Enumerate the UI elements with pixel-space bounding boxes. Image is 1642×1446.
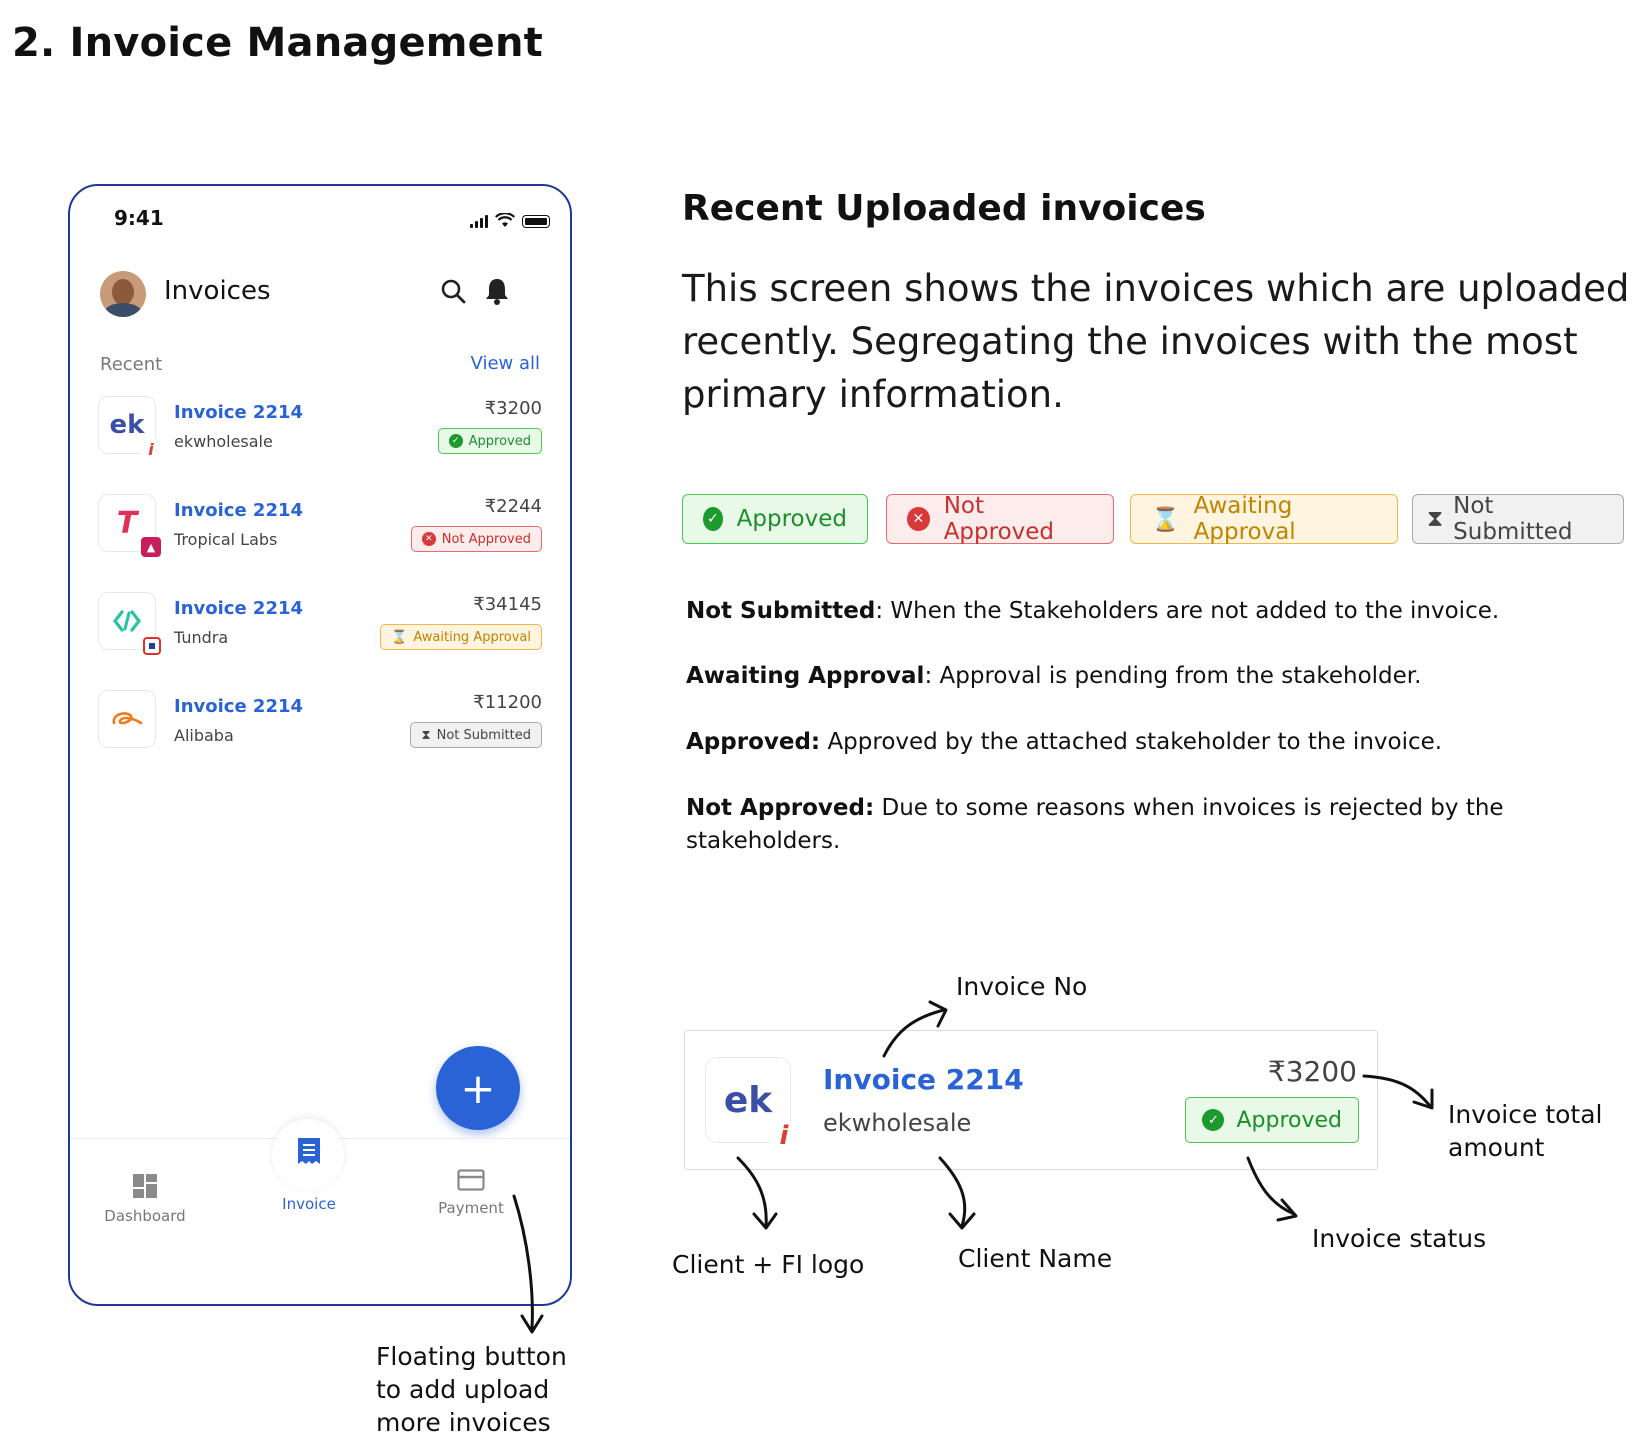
client-logo: T ▲: [98, 494, 161, 557]
arrow-client-logo: [736, 1156, 768, 1228]
definition-awaiting-approval: Awaiting Approval: Approval is pending f…: [686, 663, 1422, 689]
arrow-total-amount: [1362, 1074, 1432, 1108]
invoice-row[interactable]: T ▲ Invoice 2214 Tropical Labs ₹2244 ✕ N…: [98, 494, 542, 592]
definition-not-approved: Not Approved: Due to some reasons when i…: [686, 795, 1504, 854]
search-icon[interactable]: [436, 274, 470, 308]
invoice-row[interactable]: Invoice 2214 Alibaba ₹11200 ⧗ Not Submit…: [98, 690, 542, 788]
invoice-title: Invoice 2214: [174, 598, 304, 619]
invoice-amount: ₹11200: [473, 692, 542, 713]
recent-label: Recent: [100, 354, 163, 375]
bank-logo-icon: [143, 637, 161, 655]
bank-logo-icon: i: [770, 1121, 798, 1151]
tab-label: Dashboard: [104, 1207, 186, 1225]
screen-title: Invoices: [164, 276, 271, 306]
tundra-logo-icon: [112, 610, 142, 632]
client-name: Tundra: [174, 628, 229, 647]
client-logo: ek i: [98, 396, 161, 459]
annotation-invoice-status: Invoice status: [1312, 1224, 1487, 1253]
status-badge: ✓ Approved: [1185, 1097, 1359, 1143]
client-logo: ek i: [705, 1057, 798, 1151]
status-time: 9:41: [114, 206, 164, 230]
client-logo: [98, 592, 161, 655]
dashboard-icon: [133, 1174, 157, 1198]
invoice-title: Invoice 2214: [174, 696, 304, 717]
invoice-title: Invoice 2214: [823, 1063, 1024, 1096]
section-description: This screen shows the invoices which are…: [682, 267, 1630, 416]
invoice-title: Invoice 2214: [174, 402, 304, 423]
legend-awaiting-approval: ⌛ Awaiting Approval: [1130, 493, 1398, 545]
tab-invoice[interactable]: Invoice: [264, 1137, 354, 1213]
hourglass-icon: ⌛: [1151, 506, 1180, 533]
alibaba-logo-icon: [112, 712, 143, 725]
check-icon: ✓: [703, 507, 723, 531]
avatar[interactable]: [100, 271, 146, 317]
client-name: ekwholesale: [823, 1109, 972, 1137]
card-icon: [457, 1169, 485, 1191]
annotation-total-amount: Invoice total amount: [1448, 1100, 1603, 1162]
status-icons: [470, 204, 550, 228]
bank-logo-icon: i: [141, 439, 161, 459]
definition-not-submitted: Not Submitted: When the Stakeholders are…: [686, 598, 1500, 624]
check-icon: ✓: [1202, 1109, 1225, 1131]
invoice-title: Invoice 2214: [174, 500, 304, 521]
page-title: 2. Invoice Management: [12, 20, 543, 66]
section-title: Recent Uploaded invoices: [682, 188, 1206, 229]
client-name: ekwholesale: [174, 432, 273, 451]
x-circle-icon: ✕: [907, 507, 930, 531]
status-badge: ⌛ Awaiting Approval: [380, 624, 542, 650]
invoice-row[interactable]: Invoice 2214 Tundra ₹34145 ⌛ Awaiting Ap…: [98, 592, 542, 690]
client-name: Tropical Labs: [174, 530, 278, 549]
status-badge: ✕ Not Approved: [410, 526, 542, 552]
invoice-amount: ₹3200: [1267, 1055, 1357, 1088]
annotated-invoice-card: ek i Invoice 2214 ekwholesale ₹3200 ✓ Ap…: [684, 1030, 1378, 1170]
invoice-amount: ₹3200: [484, 398, 542, 419]
tab-payment[interactable]: Payment: [426, 1169, 516, 1217]
invoice-amount: ₹2244: [484, 496, 542, 517]
tab-label: Payment: [438, 1199, 504, 1217]
hourglass-icon: ⧗: [1427, 506, 1444, 532]
annotation-client-logo: Client + FI logo: [672, 1250, 865, 1279]
phone-mockup: 9:41 Invoices Recent View all ek i Invoi…: [68, 184, 572, 1306]
signal-icon: [470, 214, 488, 228]
bank-logo-icon: ▲: [141, 537, 161, 557]
x-circle-icon: ✕: [421, 532, 436, 546]
legend-not-submitted: ⧗ Not Submitted: [1412, 493, 1624, 545]
arrow-floating-button: [512, 1194, 534, 1330]
battery-icon: [522, 215, 550, 228]
hourglass-icon: ⌛: [391, 629, 408, 645]
legend-approved: ✓ Approved: [682, 494, 868, 544]
add-invoice-fab[interactable]: +: [436, 1046, 520, 1130]
check-icon: ✓: [448, 434, 463, 448]
arrow-client-name: [938, 1156, 967, 1228]
invoice-row[interactable]: ek i Invoice 2214 ekwholesale ₹3200 ✓ Ap…: [98, 396, 542, 494]
invoice-icon: [298, 1138, 320, 1164]
arrow-invoice-status: [1246, 1156, 1296, 1216]
tab-label: Invoice: [282, 1195, 336, 1213]
wifi-icon: [495, 213, 515, 227]
invoice-amount: ₹34145: [473, 594, 542, 615]
annotation-invoice-no: Invoice No: [956, 972, 1088, 1001]
hourglass-icon: ⧗: [421, 727, 431, 743]
bell-icon[interactable]: [480, 274, 514, 308]
client-name: Alibaba: [174, 726, 234, 745]
invoice-list: ek i Invoice 2214 ekwholesale ₹3200 ✓ Ap…: [98, 396, 542, 788]
arrow-invoice-no: [882, 1008, 946, 1058]
definition-approved: Approved: Approved by the attached stake…: [686, 729, 1443, 755]
bottom-tab-bar: Dashboard Invoice Payment: [70, 1119, 570, 1304]
status-badge: ✓ Approved: [437, 428, 542, 454]
annotation-floating-button: Floating button to add upload more invoi…: [376, 1342, 567, 1437]
legend-not-approved: ✕ Not Approved: [886, 493, 1114, 545]
view-all-link[interactable]: View all: [470, 353, 540, 374]
client-logo: [98, 690, 156, 748]
tab-dashboard[interactable]: Dashboard: [100, 1173, 190, 1225]
annotation-client-name: Client Name: [958, 1244, 1113, 1273]
status-badge: ⧗ Not Submitted: [410, 722, 542, 748]
